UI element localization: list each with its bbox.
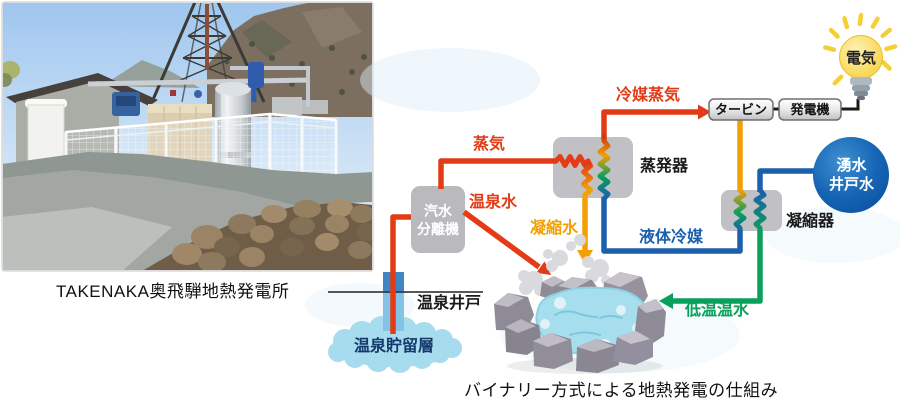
steam-pipe — [438, 158, 557, 189]
low-temp-water-pipe — [673, 230, 763, 304]
hot-spring-water-pipe — [462, 209, 541, 270]
bulb-rays — [822, 12, 898, 86]
low-temp-water-arrow — [659, 293, 673, 309]
photo-caption: TAKENAKA奥飛騨地熱発電所 — [56, 282, 290, 301]
liquid-refrigerant-pipe — [601, 197, 743, 254]
well-water-label-line2: 井戸水 — [828, 176, 874, 193]
reservoir-pipe — [390, 214, 411, 334]
condenser-box — [721, 190, 782, 231]
reservoir-cloud — [328, 316, 462, 373]
electricity-label: 電気 — [845, 50, 876, 67]
generator-label: 発電機 — [790, 102, 830, 117]
steam-label: 蒸気 — [473, 136, 506, 153]
hot-spring-water-arrow — [536, 261, 551, 275]
liquid-refrigerant-label: 液体冷媒 — [639, 229, 704, 246]
turbine-label: タービン — [714, 102, 767, 117]
refrigerant-vapor-pipe — [601, 109, 698, 140]
plant-photo — [2, 2, 373, 271]
separator-box — [411, 186, 465, 253]
turbine-pill — [708, 98, 774, 121]
hot-spring-well-label: 温泉井戸 — [417, 295, 482, 312]
refrigerant-vapor-label: 冷媒蒸気 — [616, 87, 681, 104]
onsen-water-lines — [554, 310, 623, 336]
diagram-caption: バイナリー方式による地熱発電の仕組み — [464, 381, 779, 400]
refrigerant-vapor-arrow — [698, 104, 711, 120]
evaporator-condensate-coil — [581, 158, 593, 202]
photo-ground — [2, 152, 373, 271]
evaporator-label: 蒸発器 — [640, 158, 689, 175]
hot-spring-reservoir-label: 温泉貯留層 — [353, 338, 434, 355]
lightbulb-icon — [822, 12, 898, 100]
evaporator-refrigerant-coil — [597, 134, 611, 202]
equipment-boxes — [411, 137, 782, 253]
condensate-water-label: 凝縮水 — [530, 220, 579, 237]
low-temp-water-label: 低温温水 — [685, 302, 750, 319]
well-water-pipe — [757, 168, 816, 192]
evaporator-steam-coil — [553, 154, 591, 168]
separator-label-line2: 分離機 — [417, 220, 459, 237]
onsen-front-rocks — [505, 299, 666, 373]
generator-pill — [778, 98, 842, 121]
condenser-label: 凝縮器 — [786, 213, 835, 230]
condenser-refrigerant-coil — [733, 187, 747, 235]
stone-wall — [172, 199, 373, 271]
power-train — [708, 98, 860, 121]
well-water-circle — [813, 137, 889, 213]
onsen-steam — [518, 234, 611, 296]
separator-label-line1: 汽水 — [424, 202, 452, 219]
hot-spring-water-label: 温泉水 — [469, 194, 518, 211]
evaporator-box — [553, 137, 633, 198]
onsen-illustration — [494, 234, 666, 374]
electric-wire — [840, 99, 860, 111]
well-water-label-line1: 湧水 — [836, 157, 867, 174]
well-water-label: 湧水 井戸水 — [813, 156, 890, 194]
separator-label: 汽水 分離機 — [411, 186, 465, 253]
condenser-water-coil — [753, 187, 767, 235]
plant-photo-art — [2, 2, 373, 271]
